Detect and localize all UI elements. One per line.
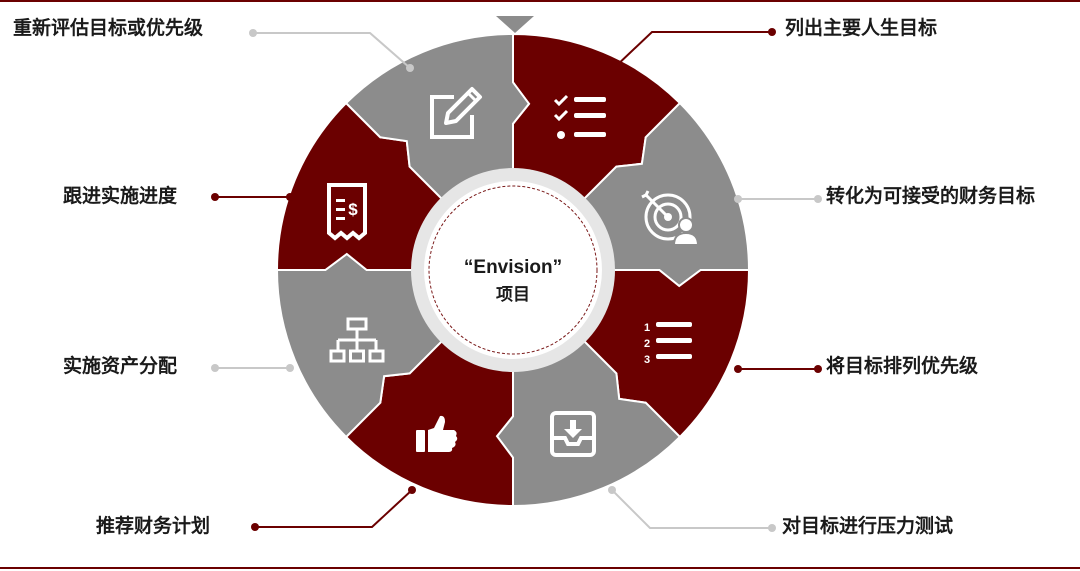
receipt-icon: $ <box>327 183 367 241</box>
step-label-3: 将目标排列优先级 <box>826 355 979 377</box>
connector-dot <box>768 524 776 532</box>
step-label-7: 跟进实施进度 <box>63 185 178 207</box>
connector-dot <box>610 64 618 72</box>
connector-dot <box>286 193 294 201</box>
connector-dot <box>734 365 742 373</box>
step-label-8: 重新评估目标或优先级 <box>13 17 204 39</box>
svg-text:$: $ <box>348 200 358 219</box>
checklist-icon <box>553 94 606 139</box>
connector-dot <box>211 364 219 372</box>
download-tray-icon <box>550 411 596 457</box>
thumbs-up-icon <box>416 415 458 452</box>
step-label-4: 对目标进行压力测试 <box>782 515 954 537</box>
svg-text:2: 2 <box>644 338 650 350</box>
connector-dot <box>814 195 822 203</box>
step-label-5: 推荐财务计划 <box>96 515 211 537</box>
svg-text:3: 3 <box>644 354 650 366</box>
connector-dot <box>734 195 742 203</box>
connector-dot <box>608 486 616 494</box>
connector-dot <box>251 523 259 531</box>
connector-dot <box>814 365 822 373</box>
connector-line-1 <box>613 31 772 69</box>
edit-icon <box>430 87 482 139</box>
center-dashed-ring <box>428 185 598 355</box>
numbered-list-icon: 1 2 3 <box>644 322 692 366</box>
start-pointer-icon <box>496 16 534 33</box>
connector-line-8 <box>253 32 411 69</box>
center-disc <box>424 181 602 359</box>
center-title: “Envision” <box>464 257 562 278</box>
connector-line-4 <box>611 489 772 529</box>
connector-dot <box>211 193 219 201</box>
connector-dot <box>286 364 294 372</box>
step-label-6: 实施资产分配 <box>63 355 178 377</box>
bottom-rule <box>0 567 1080 569</box>
step-label-2: 转化为可接受的财务目标 <box>826 185 1036 207</box>
connector-dot <box>406 64 414 72</box>
connector-line-5 <box>255 489 413 528</box>
hierarchy-icon <box>329 317 385 363</box>
svg-text:1: 1 <box>644 322 650 334</box>
target-person-icon <box>641 190 700 246</box>
center-subtitle: 项目 <box>496 285 530 305</box>
connector-dot <box>408 486 416 494</box>
connector-dot <box>249 29 257 37</box>
top-rule <box>0 0 1080 2</box>
step-label-1: 列出主要人生目标 <box>785 17 938 39</box>
connector-dot <box>768 28 776 36</box>
